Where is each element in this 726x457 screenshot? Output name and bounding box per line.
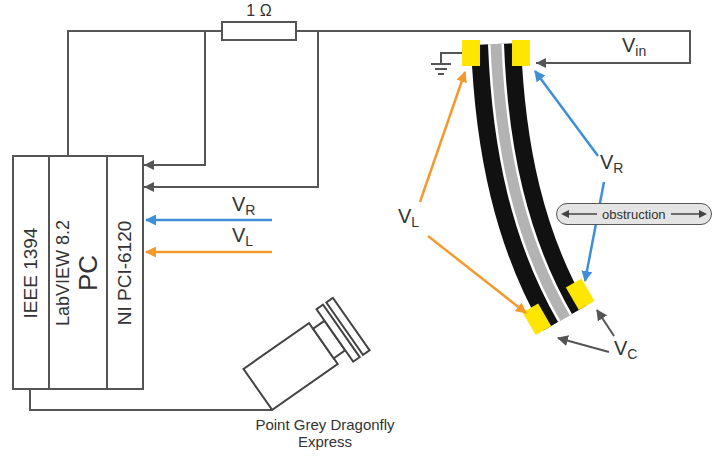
daq-section: NI PCI-6120	[106, 155, 144, 390]
vr-signal-line	[146, 219, 272, 222]
vc-leader	[558, 338, 609, 352]
signal-subscript: L	[411, 214, 419, 230]
vl-leader	[428, 236, 526, 313]
signal-name: VR	[232, 194, 255, 217]
section-label: NI PCI-6120	[115, 220, 136, 325]
vl-leader	[420, 72, 465, 202]
wire-connector	[144, 31, 221, 165]
double-arrow-part	[671, 208, 707, 220]
section-label: LabVIEW 8.2	[54, 219, 74, 325]
arrow-head	[561, 210, 569, 218]
signal-subscript: L	[245, 233, 253, 249]
signal-subscript: in	[635, 43, 646, 59]
electrode	[462, 40, 594, 335]
camera-cable	[30, 389, 272, 410]
signal-name: Vin	[622, 35, 646, 58]
signal-name: VR	[600, 152, 623, 175]
camera-symbol	[239, 298, 369, 416]
double-arrow-part	[561, 208, 597, 220]
vertical-text-group: LabVIEW 8.2PC	[54, 219, 102, 325]
arrow-line	[671, 213, 702, 215]
obstruction-marker: obstruction	[556, 203, 712, 225]
camera-label: Point Grey Dragonfly Express	[250, 416, 400, 450]
pc-section: LabVIEW 8.2PC	[48, 155, 108, 390]
arrow-head	[699, 210, 707, 218]
vertical-text-group: IEEE 1394	[21, 227, 42, 318]
vr-leader	[585, 182, 604, 281]
signal-subscript: R	[613, 160, 623, 176]
channel-tube	[496, 44, 565, 318]
resistor-body	[221, 21, 297, 41]
ground-symbol	[431, 53, 462, 74]
vr-leader	[535, 71, 598, 156]
section-label: IEEE 1394	[21, 227, 42, 318]
resistor-symbol: 1 Ω	[214, 2, 304, 41]
obstruction-label: obstruction	[602, 208, 666, 221]
vc-leader	[597, 310, 614, 336]
resistance-value: 1 Ω	[214, 2, 304, 20]
signal-name: VL	[232, 225, 253, 248]
wire-connector	[144, 31, 318, 187]
vertical-text-group: NI PCI-6120	[115, 220, 136, 325]
section-label: PC	[74, 219, 103, 325]
vl-signal-line	[146, 251, 272, 254]
signal-name: VL	[398, 206, 419, 229]
interface-section: IEEE 1394	[12, 155, 50, 390]
arrow-line	[566, 213, 597, 215]
signal-subscript: R	[245, 202, 255, 218]
wire-connector	[68, 31, 221, 155]
signal-subscript: C	[627, 346, 637, 362]
signal-name: VC	[614, 338, 637, 361]
